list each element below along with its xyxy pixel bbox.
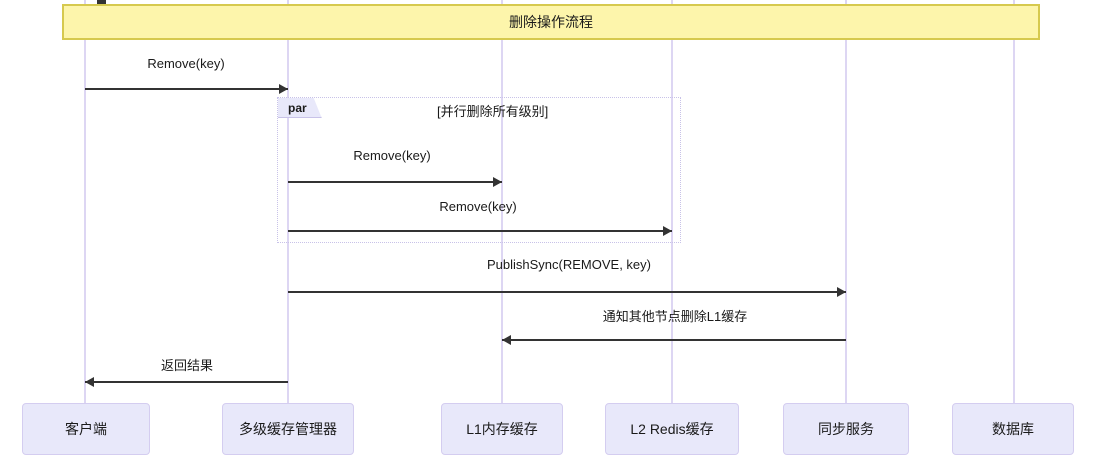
lifeline-cache-manager (287, 0, 289, 410)
participant-database[interactable]: 数据库 (952, 403, 1074, 455)
participant-label: 数据库 (992, 421, 1034, 437)
msg-return-result-line (85, 381, 288, 383)
msg-remove-l1-arrowhead (493, 177, 502, 187)
msg-publish-sync-label: PublishSync(REMOVE, key) (487, 257, 651, 272)
msg-remove-request-arrowhead (279, 84, 288, 94)
participant-cache-manager[interactable]: 多级缓存管理器 (222, 403, 354, 455)
msg-remove-l1-label: Remove(key) (353, 148, 431, 163)
participant-label: L2 Redis缓存 (630, 421, 714, 437)
msg-notify-other-nodes-label: 通知其他节点删除L1缓存 (602, 309, 748, 324)
msg-publish-sync-line (288, 291, 846, 293)
clipped-arrow-fragment (97, 0, 106, 4)
msg-notify-other-nodes-arrowhead (502, 335, 511, 345)
msg-return-result-arrowhead (85, 377, 94, 387)
msg-remove-request-label: Remove(key) (147, 56, 225, 71)
participant-sync-service[interactable]: 同步服务 (783, 403, 909, 455)
lifeline-client (84, 0, 86, 410)
msg-remove-request-line (85, 88, 288, 90)
participant-client[interactable]: 客户端 (22, 403, 150, 455)
diagram-title-banner: 删除操作流程 (62, 4, 1040, 40)
par-fragment-box (277, 97, 681, 243)
msg-remove-l2-arrowhead (663, 226, 672, 236)
lifeline-database (1013, 0, 1015, 410)
diagram-title: 删除操作流程 (509, 14, 593, 30)
msg-remove-l2-label: Remove(key) (439, 199, 517, 214)
msg-return-result-label: 返回结果 (160, 358, 214, 373)
msg-remove-l2-line (288, 230, 672, 232)
participant-l2-redis[interactable]: L2 Redis缓存 (605, 403, 739, 455)
lifeline-sync-service (845, 0, 847, 410)
msg-notify-other-nodes-line (502, 339, 846, 341)
par-fragment-condition: [并行删除所有级别] (437, 104, 549, 119)
msg-publish-sync-arrowhead (837, 287, 846, 297)
par-label-text: par (288, 100, 307, 115)
participant-l1-cache[interactable]: L1内存缓存 (441, 403, 563, 455)
participant-label: 客户端 (65, 421, 107, 437)
participant-label: 同步服务 (818, 421, 874, 437)
participant-label: 多级缓存管理器 (239, 421, 337, 437)
msg-remove-l1-line (288, 181, 502, 183)
lifeline-l2-redis (671, 0, 673, 410)
lifeline-l1-cache (501, 0, 503, 410)
participant-label: L1内存缓存 (466, 421, 538, 437)
